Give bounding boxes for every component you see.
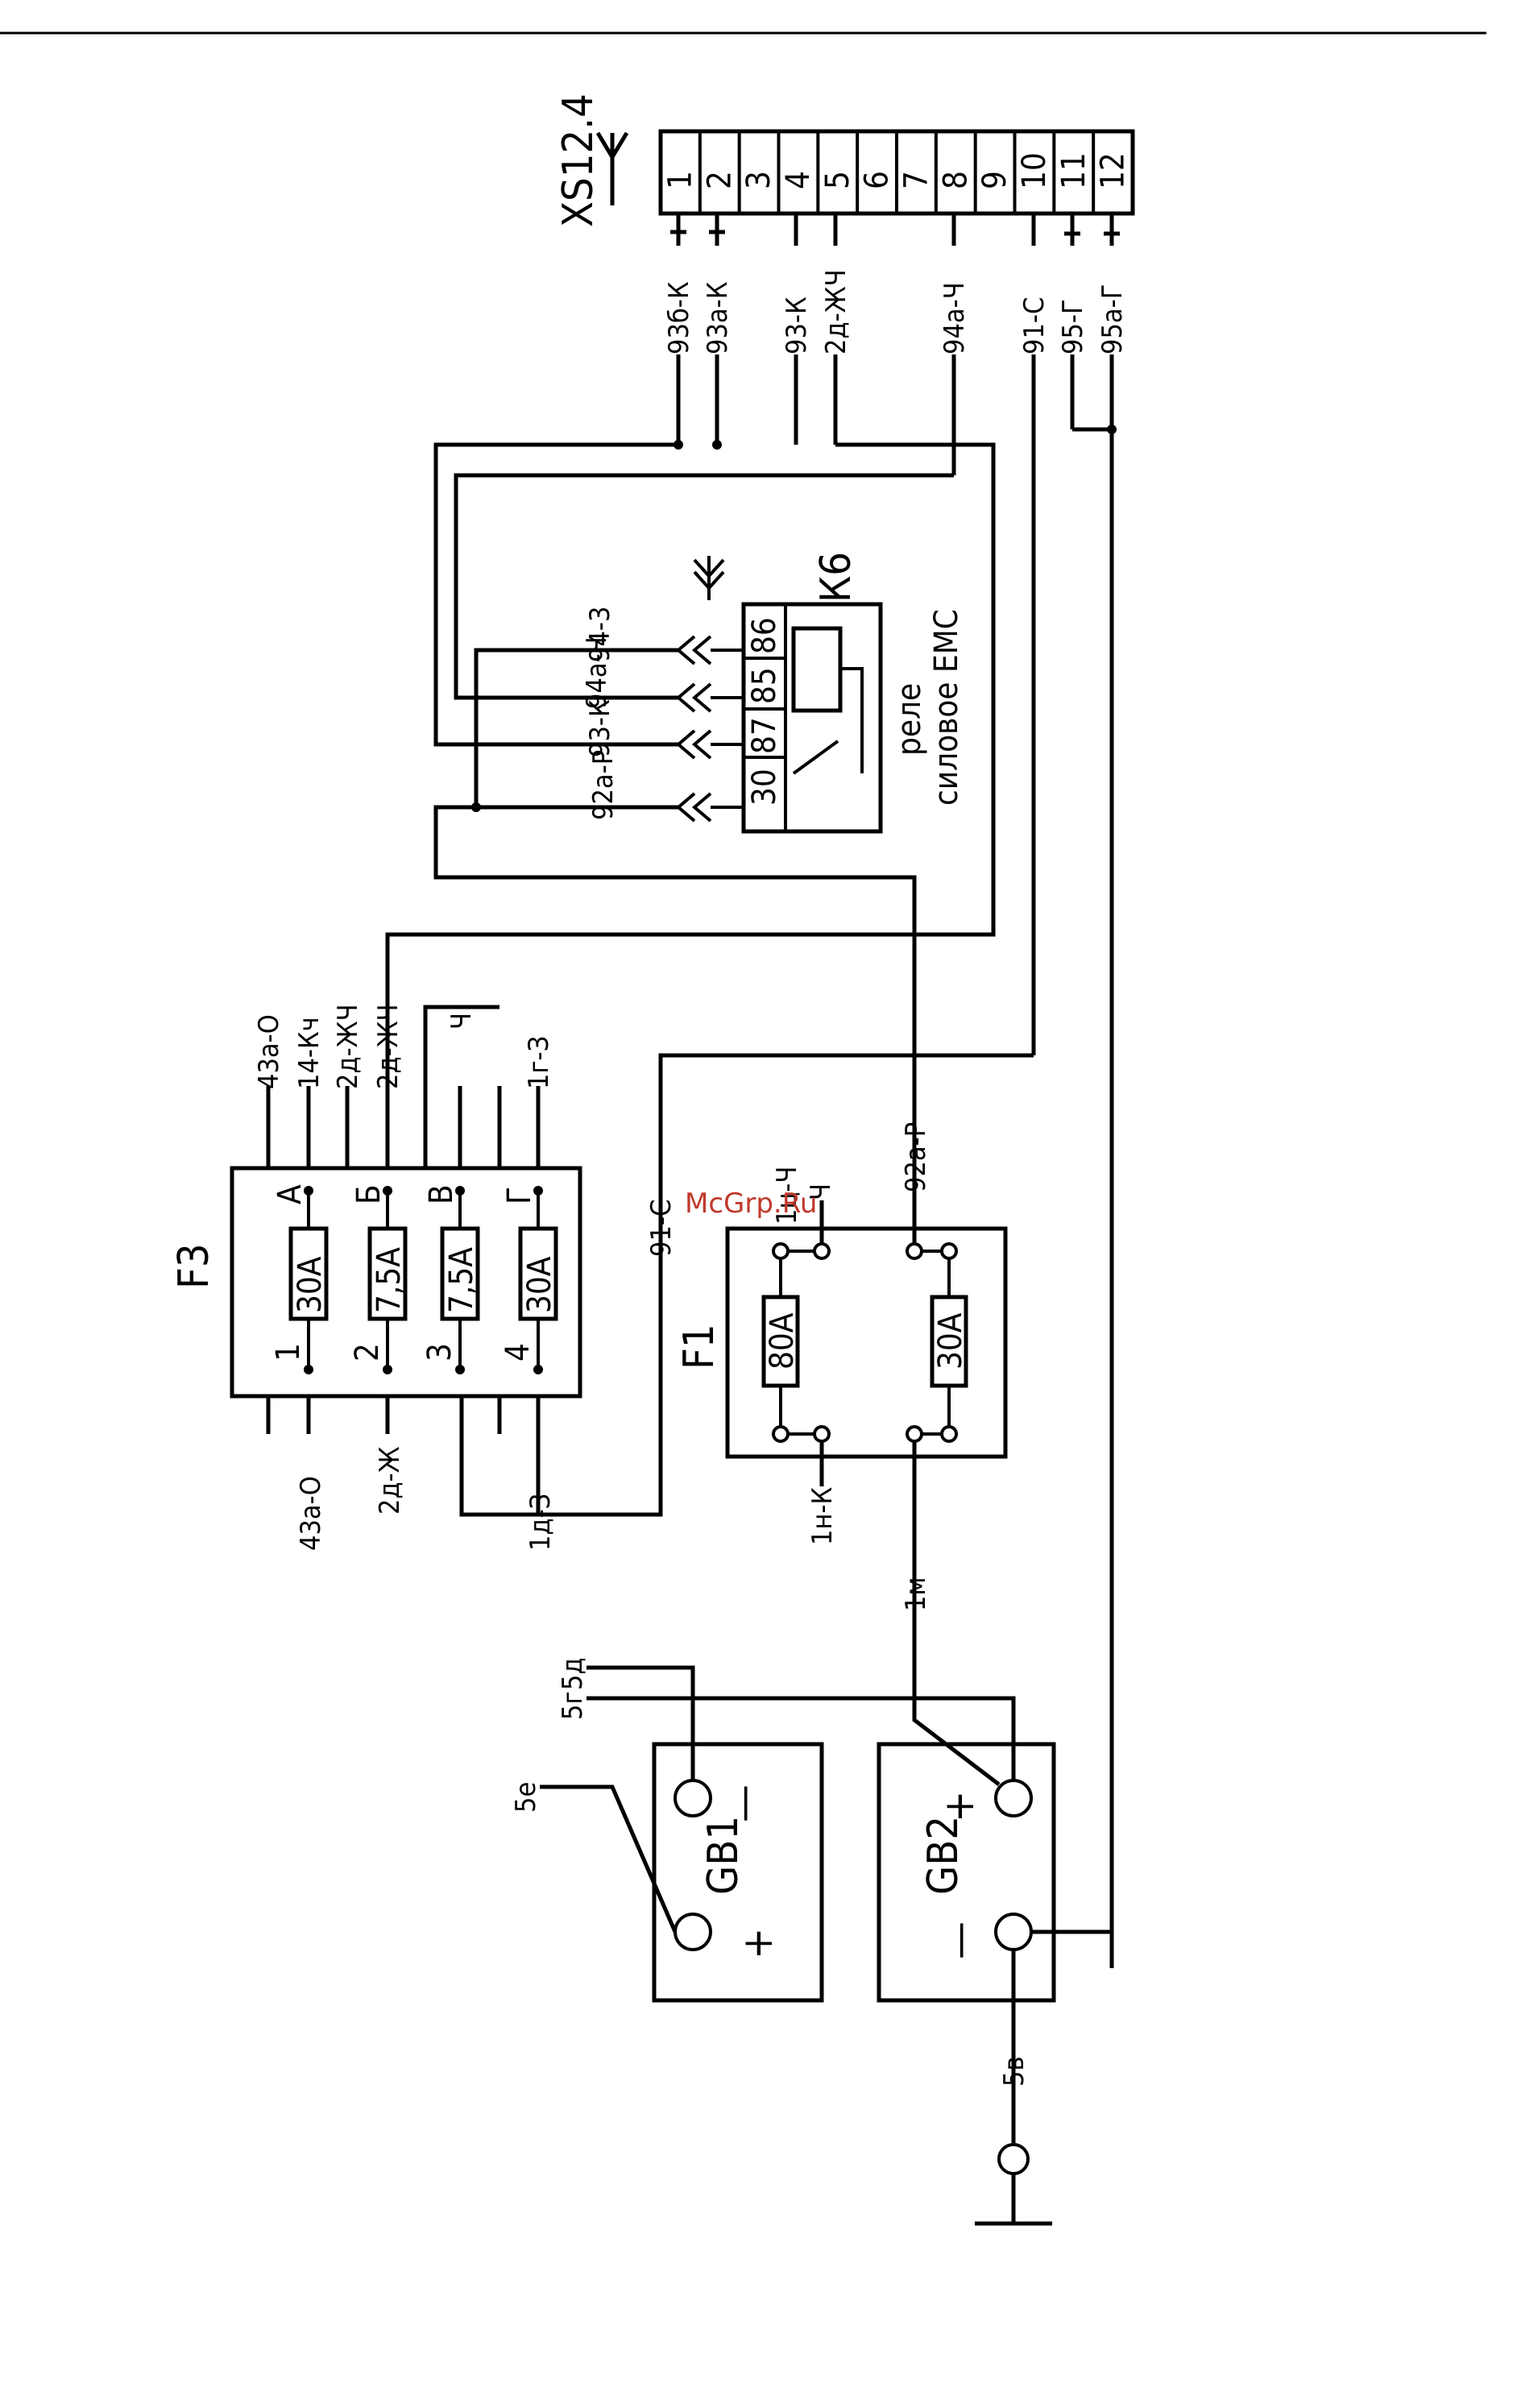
f3-fuse-rating: 7,5А bbox=[371, 1247, 408, 1313]
f3-input-number: 3 bbox=[421, 1343, 458, 1361]
f3-ref: F3 bbox=[170, 1243, 218, 1289]
relay-caption-1: реле bbox=[891, 683, 928, 756]
f3-top-1g-z: 1г-З bbox=[523, 1036, 555, 1089]
wire-1m-label: 1м bbox=[900, 1577, 932, 1611]
f3-input-number: 1 bbox=[270, 1343, 307, 1361]
relay-wire-94a-ch: 94а-Ч bbox=[581, 636, 613, 709]
f3-top-2d-zhch-2: 2д-ЖЧ bbox=[372, 1004, 404, 1089]
f3-output-letter: Г bbox=[501, 1187, 538, 1204]
f3-bottom-2d-zh: 2д-Ж bbox=[374, 1446, 406, 1515]
f3-fuse-rating: 30А bbox=[521, 1256, 558, 1313]
f3-bottom-43a-o: 43а-О bbox=[295, 1476, 327, 1551]
gb1-ref: GB1 bbox=[699, 1816, 748, 1895]
fuse-block-f3: F3 30А А 1 7,5А Б 2 7,5А В 3 30А Г 4 43а-О 14-Кч 2д… bbox=[170, 1004, 580, 1551]
battery-gb2: GB2 + — bbox=[586, 1684, 1112, 2224]
f3-fuse-rating: 30А bbox=[292, 1256, 329, 1313]
connector-pin-number: 11 bbox=[1055, 152, 1092, 189]
relay-ref: К6 bbox=[812, 552, 860, 603]
pin8-wire-label: 94а-Ч bbox=[939, 282, 971, 354]
watermark: McGrp.Ru bbox=[685, 1187, 817, 1220]
f3-top-2d-zhch-1: 2д-ЖЧ bbox=[332, 1004, 364, 1089]
f3-top-14-kch: 14-Кч bbox=[293, 1017, 325, 1089]
relay-pin-85: 85 bbox=[746, 667, 783, 704]
gb2-plus: + bbox=[935, 1791, 984, 1822]
f3-input-junction bbox=[304, 1365, 313, 1374]
f3-fuse-rating: 7,5А bbox=[443, 1247, 480, 1313]
wire-5v-label: 5в bbox=[998, 2057, 1030, 2087]
gb2-minus: — bbox=[935, 1921, 984, 1959]
connector-pin-number: 2 bbox=[701, 171, 738, 189]
f1-ref: F1 bbox=[675, 1324, 723, 1370]
pin4-wire-label: 93-К bbox=[781, 296, 813, 354]
relay-wire-92a-r: 92а-Р bbox=[587, 750, 620, 820]
pin10-wire-label: 91-С bbox=[1018, 297, 1051, 354]
wire-5e-label: 5е bbox=[510, 1782, 542, 1813]
f3-input-junction bbox=[533, 1365, 543, 1374]
gb1-minus: — bbox=[719, 1784, 768, 1822]
f3-output-letter: А bbox=[271, 1184, 309, 1204]
wire-5d-label: 5д bbox=[557, 1657, 589, 1690]
pin5-wire-label: 2д-ЖЧ bbox=[820, 269, 852, 354]
f1-fuse-30a: 30А bbox=[932, 1312, 969, 1370]
relay-caption-2: силовое ЕМС bbox=[928, 609, 965, 806]
f1-top-92a-r: 92а-Р bbox=[900, 1122, 932, 1192]
f3-top-ch: Ч bbox=[446, 1013, 478, 1030]
connector-pin-number: 7 bbox=[897, 171, 935, 189]
f1-bottom-1n-k: 1н-К bbox=[806, 1486, 839, 1545]
connector-pin-number: 10 bbox=[1016, 152, 1053, 189]
wire-91c-label: 91-С bbox=[645, 1200, 678, 1257]
f3-input-junction bbox=[455, 1365, 465, 1374]
gb1-plus: + bbox=[734, 1928, 782, 1959]
f3-output-letter: Б bbox=[350, 1184, 388, 1204]
relay-pin-30: 30 bbox=[746, 769, 783, 806]
gb2-ref: GB2 bbox=[919, 1816, 968, 1895]
connector-pin-number: 1 bbox=[661, 171, 698, 189]
connector-pin-number: 8 bbox=[937, 171, 974, 189]
connector-pin-number: 12 bbox=[1095, 152, 1132, 189]
connector-pin-number: 9 bbox=[976, 171, 1013, 189]
pin1-wire-label: 93б-К bbox=[663, 281, 695, 354]
pin12-wire-label: 95а-Г bbox=[1096, 284, 1129, 354]
f3-input-number: 2 bbox=[349, 1343, 386, 1361]
relay-wire-93-k: 93-К bbox=[584, 699, 616, 757]
f3-bottom-1d-z: 1д-З bbox=[524, 1494, 557, 1551]
f3-input-junction bbox=[383, 1365, 392, 1374]
relay-k6: 86 85 87 30 94-3 94а-Ч 93-К 92а-Р К6 рел… bbox=[581, 552, 965, 831]
f3-input-number: 4 bbox=[499, 1343, 537, 1361]
pin11-wire-label: 95-Г bbox=[1057, 299, 1089, 354]
relay-pin-87: 87 bbox=[746, 717, 783, 754]
wire-5g-label: 5г bbox=[557, 1691, 589, 1720]
connector-pin-number: 5 bbox=[819, 171, 856, 189]
f1-fuse-80a: 80А bbox=[764, 1312, 801, 1370]
f3-output-letter: В bbox=[423, 1184, 460, 1204]
connector-pin-number: 6 bbox=[859, 171, 896, 189]
connector-label: XS12.4 bbox=[554, 93, 603, 227]
connector-pin-number: 3 bbox=[740, 171, 777, 189]
connector-pin-number: 4 bbox=[780, 171, 817, 189]
f3-top-43a-o: 43а-О bbox=[253, 1014, 285, 1089]
pin2-wire-label: 93а-К bbox=[702, 281, 734, 354]
relay-pin-86: 86 bbox=[746, 617, 783, 654]
